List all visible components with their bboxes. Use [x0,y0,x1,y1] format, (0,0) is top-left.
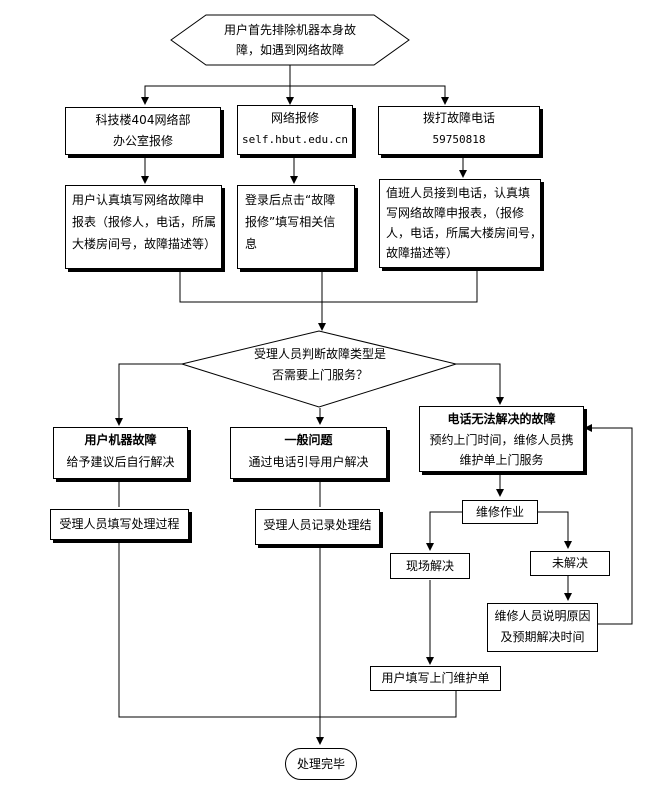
edge-start-to-branches [141,64,291,105]
user-machine-desc: 给予建议后自行解决 [66,455,175,469]
fill-form-online-box [237,185,355,269]
repair-work-box [462,500,538,524]
report-office-box [65,107,221,155]
record-result-box [255,509,380,545]
report-phone-box [378,106,540,155]
fill-form-online-line2: 报修”填写相关信 [245,215,336,229]
solved-onsite-label: 现场解决 [405,559,454,573]
edge-repair-split [426,511,462,551]
explain-line2: 及预期解决时间 [500,630,585,644]
user-fill-box [370,666,501,691]
user-fill-label: 用户填写上门维护单 [381,671,490,685]
judge-decision-diamond [181,330,457,408]
repair-work-label: 维修作业 [475,505,524,519]
general-title: 一般问题 [284,433,333,447]
fill-form-phone-line4: 故障描述等） [386,246,459,260]
fill-form-office-line2: 报表（报修人，电话，所属 [72,215,217,229]
explain-line1: 维修人员说明原因 [494,609,591,623]
start-line1: 用户首先排除机器本身故 [223,23,356,37]
fill-form-office-box [65,185,222,269]
report-online-box [237,105,353,155]
report-online-url: self.hbut.edu.cn [242,133,348,146]
fill-form-office-line3: 大楼房间号，故障描述等） [72,237,217,251]
report-office-line2: 办公室报修 [112,134,173,148]
onsite-box [419,406,584,472]
edge-explain-loop [584,424,633,625]
fill-form-phone-line1: 值班人员接到电话，认真填 [386,186,531,200]
unsolved-box [530,551,610,576]
general-desc: 通过电话引导用户解决 [248,455,369,469]
solved-onsite-box [390,553,470,579]
edge-merge [179,268,478,303]
report-phone-line1: 拨打故障电话 [422,111,495,125]
explain-box [487,603,598,652]
record-process-box [50,509,189,540]
fill-form-online-line1: 登录后点击“故障 [245,193,336,207]
fill-form-phone-box [379,179,541,268]
report-office-line1: 科技楼404网络部 [95,113,191,127]
onsite-desc-line2: 维护单上门服务 [459,453,544,467]
fill-form-phone-line3: 人，电话，所属大楼房间号， [386,226,543,240]
fill-form-phone-line2: 写网络故障申报表，（报修 [386,206,525,220]
report-phone-number: 59750818 [432,133,486,146]
general-box [230,427,387,479]
start-decision-hexagon [170,14,410,66]
user-machine-title: 用户机器故障 [84,433,157,447]
record-result-label: 受理人员记录处理结 [263,518,372,532]
fill-form-online-line3: 息 [245,237,258,251]
start-line2: 障，如遇到网络故障 [235,43,344,57]
fill-form-office-line1: 用户认真填写网络故障申 [72,193,205,207]
judge-line2: 否需要上门服务？ [271,368,368,382]
end-terminal [285,748,357,780]
edge-start-to-phone [290,85,449,105]
onsite-title: 电话无法解决的故障 [447,412,556,426]
user-machine-box [53,427,188,479]
edge-user-left [118,540,457,718]
record-process-label: 受理人员填写处理过程 [59,517,180,531]
onsite-desc-line1: 预约上门时间，维修人员携 [429,433,574,447]
unsolved-label: 未解决 [551,556,588,570]
edge-judge-to-onsite [456,363,504,405]
edge-repair-to-unsolved [538,511,572,549]
end-label: 处理完毕 [296,757,345,771]
edge-judge-to-user [115,363,182,426]
report-online-line1: 网络报修 [270,111,319,125]
judge-line1: 受理人员判断故障类型是 [253,347,386,361]
